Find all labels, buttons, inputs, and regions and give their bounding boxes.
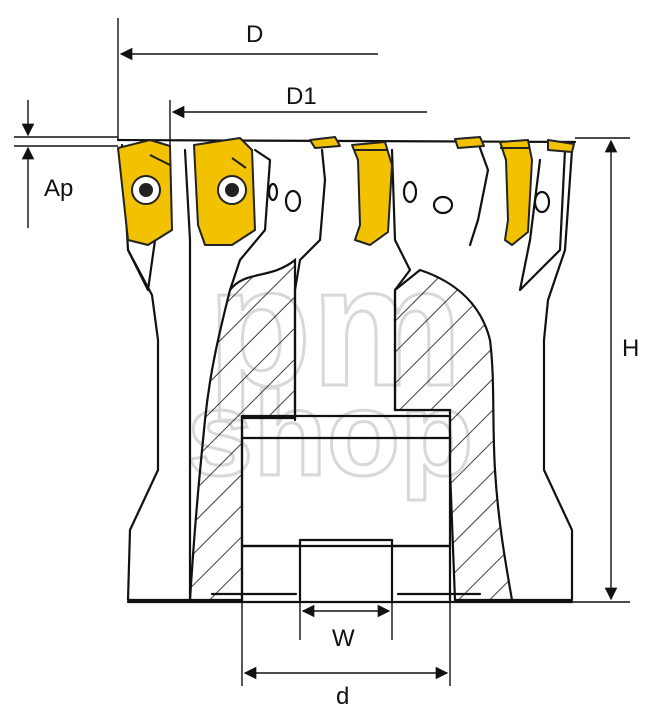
insert-4 (499, 139, 533, 246)
D1-label: D1 (286, 83, 317, 110)
insert-2-screw-head (225, 183, 239, 197)
insert-top-1 (309, 136, 341, 149)
right-outer-profile (510, 148, 574, 602)
section-left (188, 257, 297, 602)
inserts (117, 136, 575, 246)
insert-top-2 (454, 136, 485, 149)
insert-top-3 (547, 139, 575, 153)
central-bore (240, 414, 452, 548)
flute-6 (468, 146, 490, 247)
cutter-body (116, 138, 577, 604)
flute-7 (518, 148, 567, 292)
coolant-hole-5 (533, 190, 551, 214)
flute-2 (183, 148, 192, 602)
insert-3 (351, 141, 393, 246)
top-face (116, 138, 577, 144)
coolant-hole-2 (267, 182, 279, 202)
insert-1-screw-head (139, 183, 153, 197)
dimensions: D D1 Ap H W d (14, 18, 639, 710)
D-label: D (246, 21, 263, 48)
H-label: H (622, 335, 639, 362)
W-label: W (332, 625, 355, 652)
d-label: d (336, 683, 349, 710)
insert-1-edge (149, 154, 171, 166)
insert-2-edge (231, 157, 247, 169)
flute-3 (228, 148, 272, 292)
coolant-hole-4 (432, 195, 454, 215)
Ap-label: Ap (44, 175, 73, 202)
section-right (393, 268, 514, 602)
key-slot (240, 538, 452, 602)
coolant-hole-3 (402, 180, 418, 204)
coolant-hole-1 (284, 189, 302, 213)
